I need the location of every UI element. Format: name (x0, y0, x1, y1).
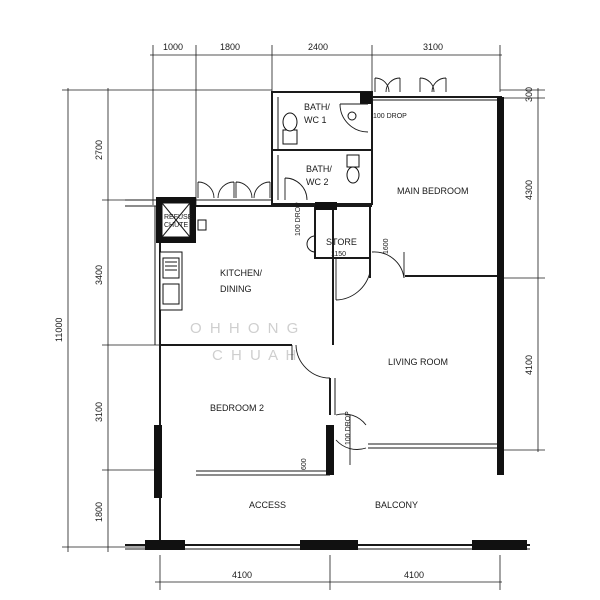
refuse-chute-label-1: REFUSE (164, 214, 193, 221)
bottom-dimension-chain (155, 555, 502, 590)
store-width-dim: 1150 (331, 251, 346, 258)
dim-top-3100: 3100 (423, 42, 443, 52)
kitchen-label-1: KITCHEN/ (220, 268, 263, 278)
kitchen-label-2: DINING (220, 284, 252, 294)
access-label: ACCESS (249, 500, 286, 510)
bedroom2-600-dim: 600 (301, 458, 308, 470)
watermark-line-2: C H U A H (212, 347, 298, 364)
refuse-chute-label-2: CHUTE (164, 222, 188, 229)
doors (197, 77, 447, 465)
dim-bottom-left: 4100 (232, 570, 252, 580)
drop-bedroom2: 100 DROP (345, 411, 352, 445)
balcony-label: BALCONY (375, 500, 418, 510)
drop-bath1: 100 DROP (373, 113, 407, 120)
store-depth-dim: 1600 (383, 238, 390, 254)
dim-right-300: 300 (524, 87, 534, 102)
dim-right-4300: 4300 (524, 180, 534, 200)
living-room-label: LIVING ROOM (388, 357, 448, 367)
bath1-label-2: WC 1 (304, 115, 327, 125)
dim-top-2400: 2400 (308, 42, 328, 52)
dim-left-2700: 2700 (94, 140, 104, 160)
bath2-label-2: WC 2 (306, 177, 329, 187)
bath2-label-1: BATH/ (306, 164, 332, 174)
dim-left-3100: 3100 (94, 402, 104, 422)
dim-left-3400: 3400 (94, 265, 104, 285)
top-dimension-chain (150, 45, 502, 205)
watermark-line-1: O H H O N G (190, 320, 300, 337)
drop-kitchen: 100 DROP (295, 202, 302, 236)
dim-top-1000: 1000 (163, 42, 183, 52)
bath1-label-1: BATH/ (304, 102, 330, 112)
refuse-chute (156, 197, 196, 243)
right-dimension-chain (500, 88, 545, 452)
bedroom2-label: BEDROOM 2 (210, 403, 264, 413)
dim-top-1800: 1800 (220, 42, 240, 52)
dim-left-1800: 1800 (94, 502, 104, 522)
left-dimension-chain (62, 88, 272, 552)
store-label: STORE (326, 237, 357, 247)
dim-bottom-right: 4100 (404, 570, 424, 580)
dim-right-4100: 4100 (524, 355, 534, 375)
walls (125, 91, 530, 550)
columns (145, 92, 527, 550)
fixtures (159, 111, 360, 311)
dim-left-total: 11000 (54, 318, 64, 342)
main-bedroom-label: MAIN BEDROOM (397, 186, 469, 196)
